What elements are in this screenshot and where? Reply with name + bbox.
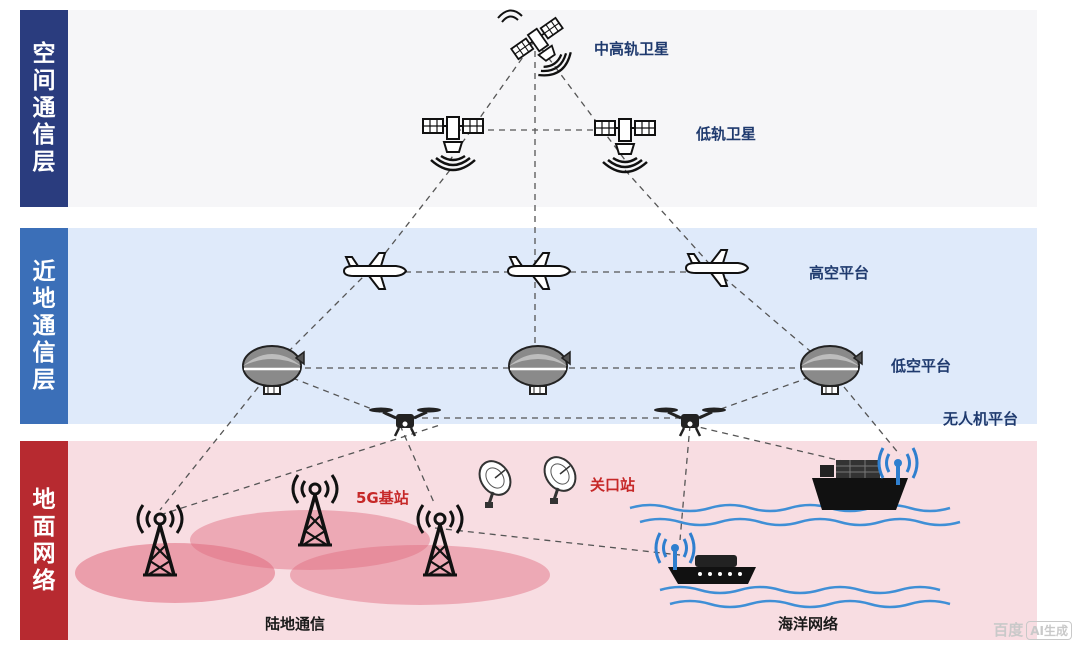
satellite-dish-icon: [471, 453, 519, 510]
leo-satellite-label: 低轨卫星: [696, 125, 757, 143]
ship-signal-icon: [654, 531, 696, 572]
geo-satellite-label: 中高轨卫星: [594, 40, 670, 58]
geo-satellite-icon: [509, 15, 583, 88]
links: [159, 39, 901, 556]
airship-icon: [241, 344, 306, 396]
base-station-label: 5G基站: [356, 489, 409, 507]
space-layer-label: 空间通信层: [32, 41, 56, 175]
land-comm-label: 陆地通信: [265, 615, 326, 633]
cargo-ship-icon: [812, 460, 908, 510]
leo-satellite-icon: [593, 117, 657, 174]
airplane-icon: [685, 249, 749, 287]
drone-icon: [652, 406, 728, 438]
geo-satellite-antenna-icon: [497, 9, 523, 23]
near-layer-background: [20, 228, 1037, 424]
space-layer-tab: 空间通信层: [20, 10, 68, 207]
near-layer-tab: 近地通信层: [20, 228, 68, 424]
ground-layer-label: 地面网络: [32, 486, 56, 594]
passenger-ship-icon: [668, 555, 756, 584]
airplane-icon: [343, 252, 407, 290]
watermark-badge: AI生成: [1026, 621, 1072, 640]
low-platform-label: 低空平台: [891, 357, 952, 375]
satellite-dish-icon: [536, 449, 584, 506]
airship-icon: [799, 344, 864, 396]
watermark-text: 百度: [993, 621, 1024, 639]
ground-layer-tab: 地面网络: [20, 441, 68, 640]
ocean-network-label: 海洋网络: [778, 615, 839, 633]
gateway-station-label: 关口站: [590, 476, 636, 494]
drone-icon: [367, 406, 443, 438]
uav-platform-label: 无人机平台: [943, 410, 1019, 428]
high-platform-label: 高空平台: [809, 264, 870, 282]
sea-waves: [629, 503, 961, 609]
leo-satellite-icon: [421, 115, 485, 172]
near-layer-label: 近地通信层: [32, 258, 56, 393]
coverage-area: [290, 545, 550, 605]
airplane-icon: [507, 252, 571, 290]
airship-icon: [507, 344, 572, 396]
